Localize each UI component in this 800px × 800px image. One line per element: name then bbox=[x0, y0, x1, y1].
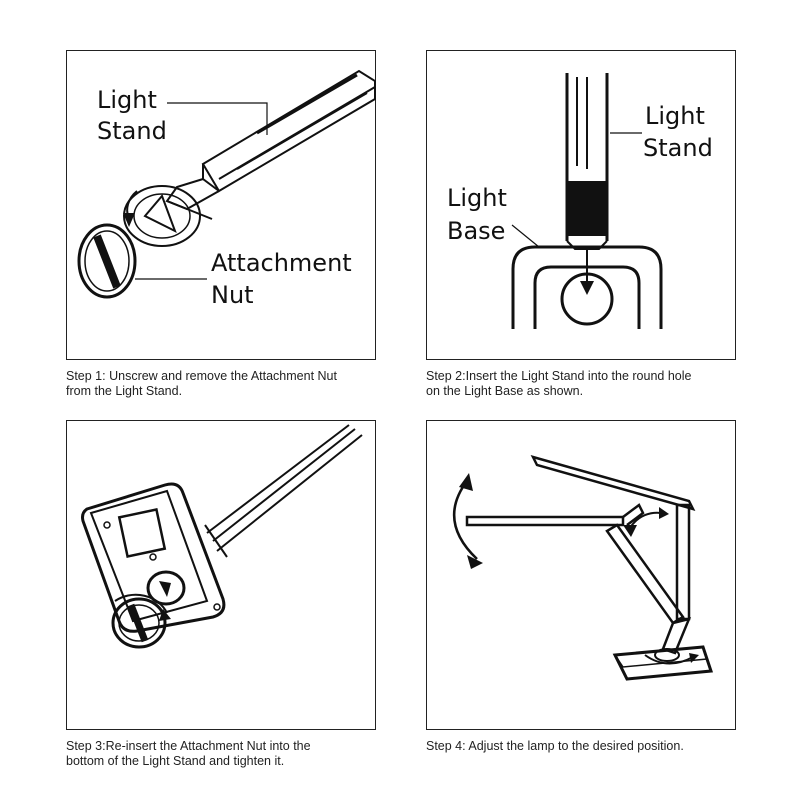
step-4-caption: Step 4: Adjust the lamp to the desired p… bbox=[426, 739, 684, 753]
rotate-arrow-down-icon bbox=[467, 555, 483, 569]
light-base-label-line2: Base bbox=[447, 217, 505, 245]
step-2-illustration: Light Stand Light Base bbox=[447, 73, 713, 329]
desk-lamp bbox=[465, 455, 714, 681]
rotate-arrow-icon bbox=[123, 213, 135, 227]
light-stand-label-line1: Light bbox=[645, 102, 705, 130]
threaded-end bbox=[123, 185, 201, 247]
step-2-panel: Light Stand Light Base bbox=[426, 50, 736, 360]
step-1-caption: Step 1: Unscrew and remove the Attachmen… bbox=[66, 369, 337, 398]
step-1-panel: Light Stand Attachment Nut bbox=[66, 50, 376, 360]
step-3-panel bbox=[66, 420, 376, 730]
rotate-arrows bbox=[452, 473, 699, 665]
light-stand-arm bbox=[204, 424, 363, 558]
base-leader-line bbox=[511, 224, 540, 248]
step-3-caption: Step 3:Re-insert the Attachment Nut into… bbox=[66, 739, 311, 768]
insert-arrow-icon bbox=[580, 247, 594, 295]
attachment-nut bbox=[111, 593, 171, 649]
light-stand-arm bbox=[165, 69, 376, 220]
rotate-arrow-small-right-icon bbox=[659, 507, 669, 519]
light-stand-label-line1: Light bbox=[97, 86, 157, 114]
step-4-panel bbox=[426, 420, 736, 730]
attachment-nut bbox=[77, 223, 137, 299]
rotate-arrow-icon bbox=[159, 609, 171, 621]
light-base-label-line1: Light bbox=[447, 184, 507, 212]
rotate-arrow-base-icon bbox=[689, 653, 699, 663]
rotate-arrow-up-icon bbox=[459, 473, 473, 491]
rotate-arrow-small-left-icon bbox=[623, 525, 637, 537]
stand-leader-line bbox=[167, 102, 268, 135]
step-2-caption: Step 2:Insert the Light Stand into the r… bbox=[426, 369, 692, 398]
step-3-illustration bbox=[81, 424, 363, 649]
light-stand-vertical bbox=[565, 73, 609, 250]
attachment-nut-label-line1: Attachment bbox=[211, 249, 352, 277]
light-stand-label-line2: Stand bbox=[97, 117, 167, 145]
attachment-nut-label-line2: Nut bbox=[211, 281, 254, 309]
step-4-illustration bbox=[452, 455, 714, 681]
light-base-bottom bbox=[81, 482, 226, 633]
step-1-illustration: Light Stand Attachment Nut bbox=[77, 69, 376, 309]
light-stand-label-line2: Stand bbox=[643, 134, 713, 162]
